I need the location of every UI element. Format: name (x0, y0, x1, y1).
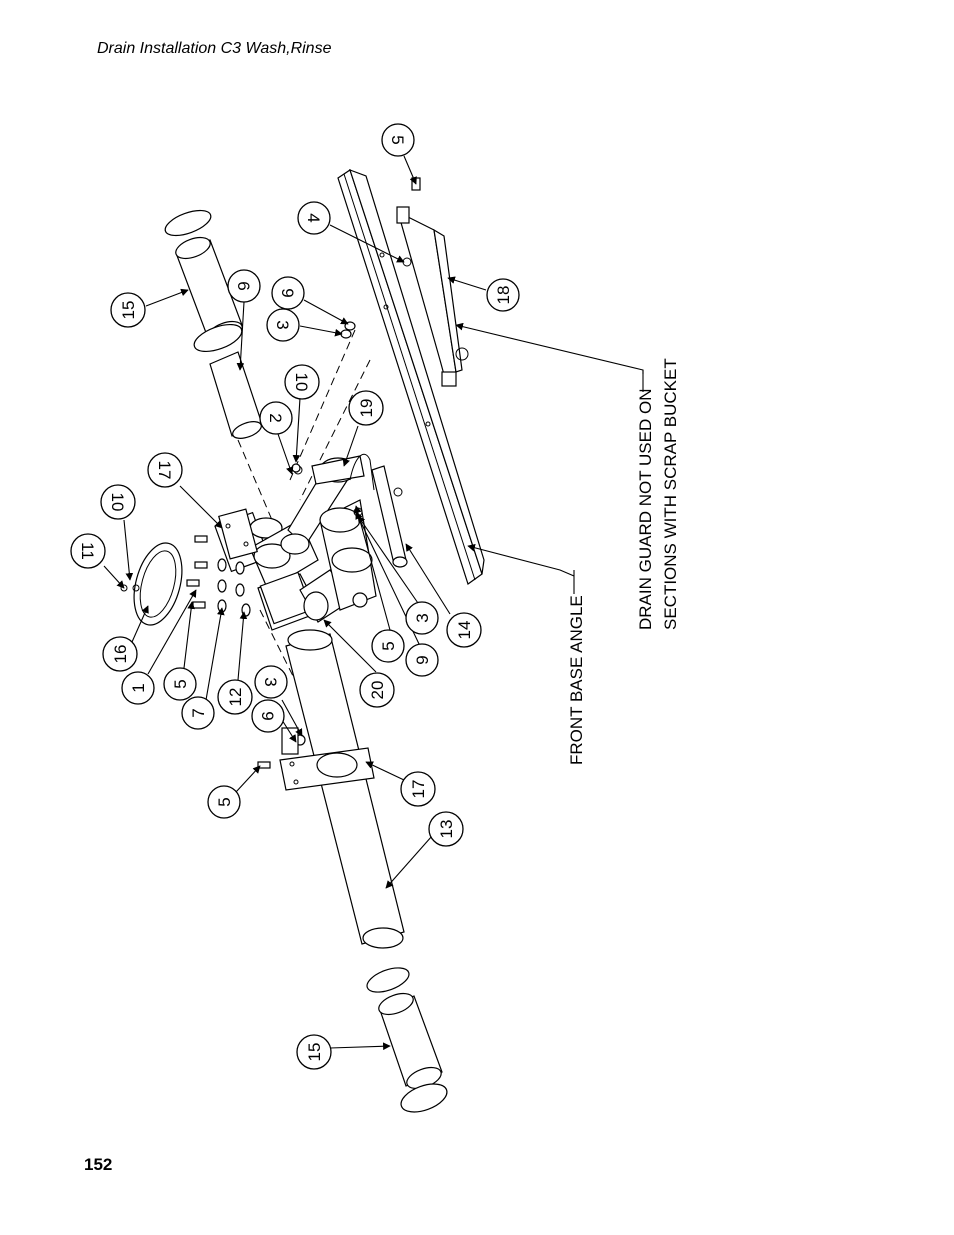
svg-text:10: 10 (292, 373, 311, 392)
bottom-hose-assembly (366, 967, 448, 1113)
callout-15-lower: 15 (296, 1034, 332, 1070)
callout-4: 4 (297, 201, 331, 235)
svg-text:20: 20 (368, 681, 387, 700)
callout-10-upper: 10 (284, 364, 320, 400)
svg-text:7: 7 (189, 708, 208, 717)
svg-text:10: 10 (108, 493, 127, 512)
callout-1: 1 (121, 671, 155, 705)
svg-text:2: 2 (266, 413, 285, 422)
callout-15-upper: 15 (110, 292, 146, 328)
svg-text:14: 14 (455, 621, 474, 640)
leader-lines (103, 155, 644, 1051)
callout-10-left: 10 (100, 484, 136, 520)
svg-text:9: 9 (278, 288, 297, 297)
callout-12: 12 (217, 679, 253, 715)
svg-text:3: 3 (261, 677, 280, 686)
callout-14: 14 (446, 612, 482, 648)
svg-text:5: 5 (388, 135, 407, 144)
page-number: 152 (84, 1155, 113, 1174)
svg-text:3: 3 (413, 613, 432, 622)
svg-text:19: 19 (357, 399, 376, 418)
svg-text:15: 15 (119, 301, 138, 320)
svg-text:15: 15 (305, 1043, 324, 1062)
callout-16: 16 (102, 636, 138, 672)
callout-3-upper: 3 (266, 308, 300, 342)
drain-guard-part (396, 206, 469, 387)
callout-5-right: 5 (371, 629, 405, 663)
callout-17-upper: 17 (147, 452, 183, 488)
svg-text:12: 12 (226, 688, 245, 707)
lower-pipe-assembly (279, 629, 405, 949)
svg-text:11: 11 (78, 542, 97, 560)
svg-text:6: 6 (234, 281, 253, 290)
callout-5-left: 5 (163, 667, 197, 701)
callout-3-right: 3 (405, 601, 439, 635)
svg-text:13: 13 (437, 820, 456, 839)
front-base-angle-part (337, 168, 485, 585)
svg-text:17: 17 (409, 780, 428, 799)
note-drain-guard-line1: DRAIN GUARD NOT USED ON (636, 389, 655, 631)
upper-hose-assembly (164, 209, 263, 439)
callout-20: 20 (359, 672, 395, 708)
callout-9-right: 9 (405, 643, 439, 677)
svg-text:5: 5 (379, 641, 398, 650)
callout-18: 18 (486, 278, 520, 312)
note-front-base-angle: FRONT BASE ANGLE (567, 595, 586, 765)
callout-5-bottom: 5 (207, 785, 241, 819)
callout-9-upper: 9 (271, 276, 305, 310)
svg-text:1: 1 (129, 683, 148, 692)
svg-text:5: 5 (171, 679, 190, 688)
callout-9-middle: 9 (251, 699, 285, 733)
drain-body-part (214, 453, 408, 631)
page-title: Drain Installation C3 Wash,Rinse (97, 40, 332, 57)
svg-text:16: 16 (111, 645, 130, 664)
note-drain-guard-line2: SECTIONS WITH SCRAP BUCKET (661, 358, 680, 630)
svg-text:17: 17 (155, 461, 174, 480)
svg-text:5: 5 (215, 797, 234, 806)
callout-2: 2 (259, 401, 293, 435)
callout-13: 13 (428, 811, 464, 847)
callout-6: 6 (227, 269, 261, 303)
svg-text:3: 3 (273, 320, 292, 329)
svg-text:18: 18 (494, 286, 513, 305)
callout-5-top: 5 (381, 123, 415, 157)
callout-11: 11 (70, 533, 106, 569)
svg-text:9: 9 (258, 711, 277, 720)
callout-7: 7 (181, 696, 215, 730)
callout-19: 19 (348, 390, 384, 426)
callout-3-middle: 3 (254, 665, 288, 699)
svg-text:9: 9 (413, 655, 432, 664)
callout-17-lower: 17 (400, 771, 436, 807)
strainer-screen-part (120, 542, 183, 626)
svg-text:4: 4 (304, 213, 323, 222)
